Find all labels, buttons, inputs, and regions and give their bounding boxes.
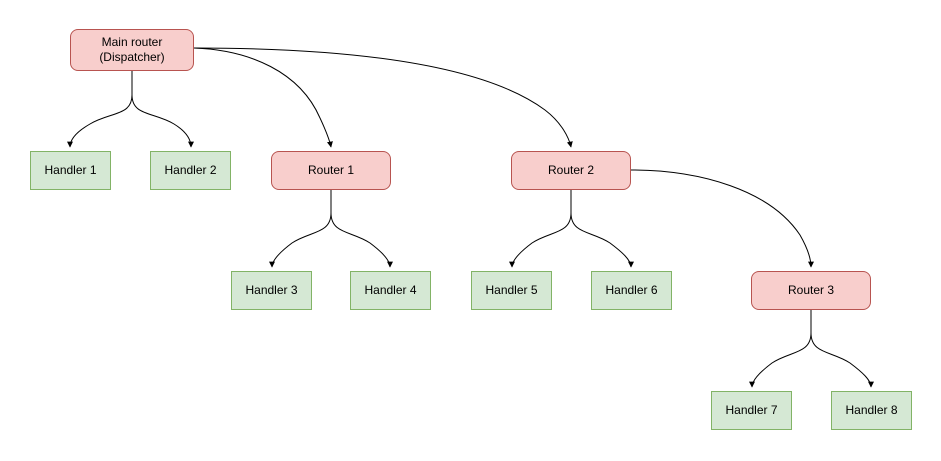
edge-main-to-router-2 xyxy=(193,47,573,148)
edge-router-2-to-handler-6 xyxy=(570,190,634,268)
node-label: Main router (Dispatcher) xyxy=(99,35,165,64)
edge-router-1-to-handler-4 xyxy=(330,190,393,268)
node-handler-7[interactable]: Handler 7 xyxy=(711,391,792,430)
edge-router-2-to-router-3 xyxy=(630,169,814,268)
node-label: Router 1 xyxy=(307,163,355,177)
node-label: Router 2 xyxy=(547,163,595,177)
node-main-router[interactable]: Main router (Dispatcher) xyxy=(70,29,194,71)
node-label: Router 3 xyxy=(787,283,835,297)
edge-router-3-to-handler-8 xyxy=(810,310,874,388)
node-label: Handler 8 xyxy=(845,403,898,417)
node-label: Handler 6 xyxy=(605,283,658,297)
node-label: Handler 5 xyxy=(485,283,538,297)
node-handler-4[interactable]: Handler 4 xyxy=(350,271,431,310)
edge-router-2-to-handler-5 xyxy=(509,190,572,268)
node-handler-1[interactable]: Handler 1 xyxy=(30,151,111,190)
edge-router-3-to-handler-7 xyxy=(749,310,812,388)
edge-main-to-handler-2 xyxy=(131,71,194,148)
edge-paths xyxy=(67,47,874,388)
node-router-1[interactable]: Router 1 xyxy=(271,151,391,190)
node-handler-8[interactable]: Handler 8 xyxy=(831,391,912,430)
edge-main-to-handler-1 xyxy=(67,71,133,148)
node-label: Handler 7 xyxy=(725,403,778,417)
node-label: Handler 1 xyxy=(44,163,97,177)
node-handler-5[interactable]: Handler 5 xyxy=(471,271,552,310)
node-label: Handler 3 xyxy=(245,283,298,297)
edge-main-to-router-1 xyxy=(193,47,333,148)
node-handler-3[interactable]: Handler 3 xyxy=(231,271,312,310)
node-label: Handler 2 xyxy=(164,163,217,177)
node-router-3[interactable]: Router 3 xyxy=(751,271,871,310)
node-handler-6[interactable]: Handler 6 xyxy=(591,271,672,310)
edge-router-1-to-handler-3 xyxy=(269,190,332,268)
node-router-2[interactable]: Router 2 xyxy=(511,151,631,190)
node-handler-2[interactable]: Handler 2 xyxy=(150,151,231,190)
node-label: Handler 4 xyxy=(364,283,417,297)
